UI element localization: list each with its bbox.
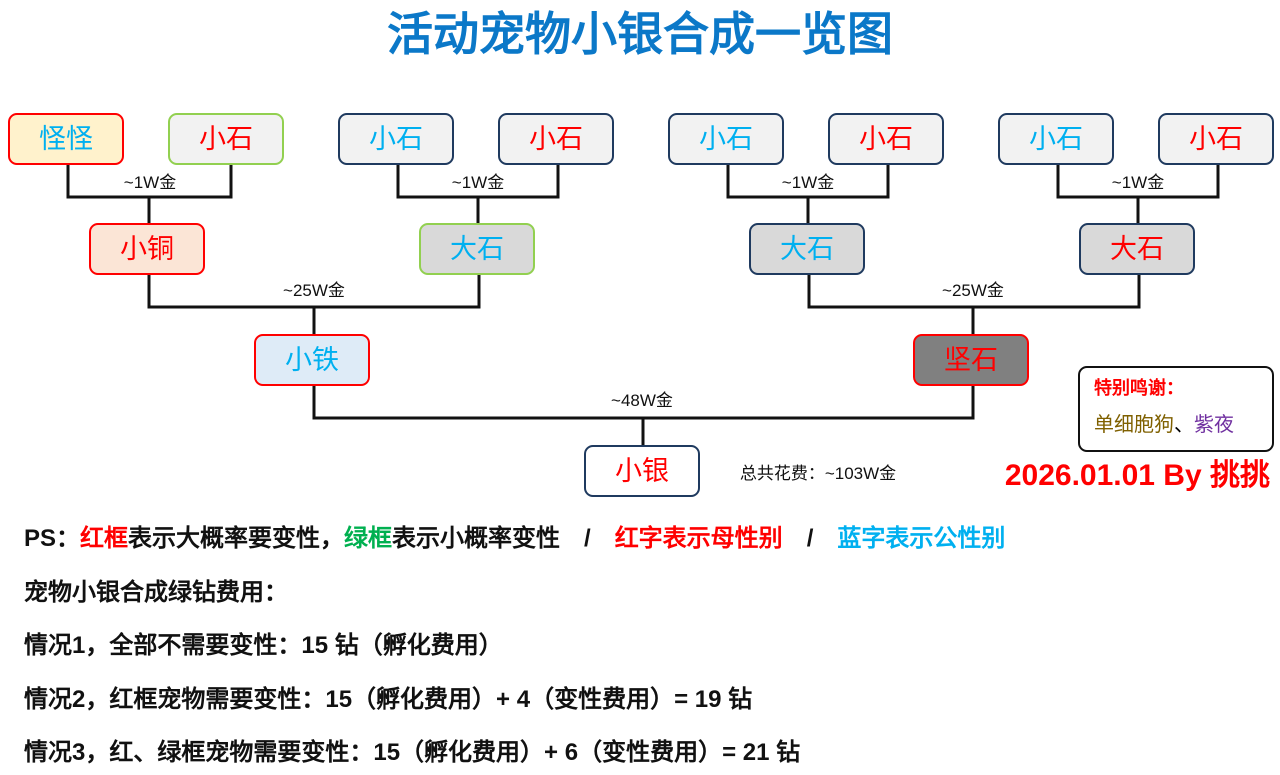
ps-prefix: PS： — [24, 525, 81, 552]
final-pet-node: 小银 — [584, 445, 700, 497]
case-1: 情况1，全部不需要变性：15 钻（孵化费用） — [24, 632, 503, 659]
page-title: 活动宠物小银合成一览图 — [387, 8, 893, 60]
connector-pair-3 — [726, 165, 890, 223]
thanks-box: 特别鸣谢： 单细胞狗、紫夜 — [1078, 366, 1274, 452]
ps-green-box: 绿框 — [344, 525, 393, 552]
thanks-separator: 、 — [1174, 414, 1194, 436]
total-cost: 总共花费：~103W金 — [739, 464, 897, 483]
pet-node: 怪怪 — [8, 113, 124, 165]
connector-pair-1 — [66, 165, 233, 223]
connector-pair-4 — [1056, 165, 1220, 223]
connector-pair-2 — [396, 165, 560, 223]
cost-label: ~1W金 — [451, 173, 505, 192]
pet-node: 坚石 — [913, 334, 1029, 386]
connector-level2-right — [807, 275, 1141, 334]
thanks-names: 单细胞狗、紫夜 — [1094, 412, 1258, 438]
pet-node: 小铁 — [254, 334, 370, 386]
cost-heading: 宠物小银合成绿钻费用： — [24, 579, 288, 606]
pet-node: 小石 — [1158, 113, 1274, 165]
ps-text: 表示大概率要变性， — [128, 525, 345, 552]
ps-red-box: 红框 — [80, 525, 129, 552]
cost-label: ~1W金 — [781, 173, 835, 192]
case-3: 情况3，红、绿框宠物需要变性：15（孵化费用）+ 6（变性费用）= 21 钻 — [24, 739, 801, 766]
pet-node: 小石 — [338, 113, 454, 165]
pet-node: 大石 — [1079, 223, 1195, 275]
cost-label: ~1W金 — [1111, 173, 1165, 192]
pet-node: 小石 — [828, 113, 944, 165]
separator: / — [584, 525, 591, 552]
pet-node: 大石 — [419, 223, 535, 275]
ps-red-text: 红字表示母性别 — [614, 525, 783, 552]
pet-node: 小石 — [668, 113, 784, 165]
pet-node: 小石 — [168, 113, 284, 165]
connector-level3 — [312, 386, 975, 445]
pet-node: 大石 — [749, 223, 865, 275]
cost-label: ~25W金 — [942, 281, 1004, 300]
separator: / — [806, 525, 814, 552]
case-2: 情况2，红框宠物需要变性：15（孵化费用）+ 4（变性费用）= 19 钻 — [24, 686, 753, 713]
cost-label: ~25W金 — [283, 281, 345, 300]
ps-blue-text: 蓝字表示公性别 — [837, 525, 1006, 552]
cost-label: ~1W金 — [123, 173, 177, 192]
connector-level2-left — [147, 275, 481, 334]
ps-text: 表示小概率变性 — [392, 525, 561, 552]
ps-legend: PS：红框表示大概率要变性，绿框表示小概率变性 / 红字表示母性别 / 蓝字表示公性别 — [24, 524, 1005, 554]
thanks-name: 单细胞狗 — [1094, 414, 1174, 436]
thanks-name: 紫夜 — [1194, 414, 1234, 436]
thanks-heading: 特别鸣谢： — [1094, 378, 1184, 398]
pet-node: 小石 — [998, 113, 1114, 165]
pet-node: 小石 — [498, 113, 614, 165]
pet-node: 小铜 — [89, 223, 205, 275]
signature: 2026.01.01 By 挑挑 — [1004, 459, 1270, 492]
cost-label: ~48W金 — [611, 391, 673, 410]
